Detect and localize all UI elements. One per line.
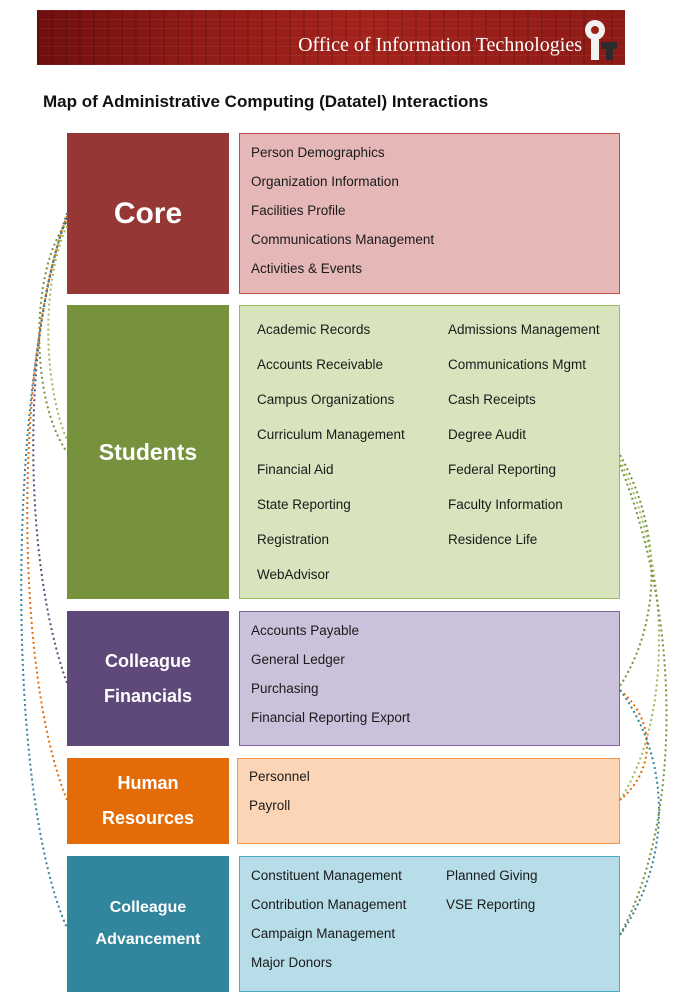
students-item: WebAdvisor xyxy=(257,567,330,582)
students-item: Registration xyxy=(257,532,330,547)
header-banner: Office of Information Technologies xyxy=(37,10,625,65)
connector-core-students-2 xyxy=(47,225,68,441)
financials-features-box: Accounts Payable General Ledger Purchasi… xyxy=(239,611,620,746)
core-item: Facilities Profile xyxy=(251,203,346,218)
advancement-item: Planned Giving xyxy=(446,868,538,883)
core-module-label: Core xyxy=(67,133,229,294)
students-item: Degree Audit xyxy=(448,427,527,442)
students-item: Cash Receipts xyxy=(448,392,536,407)
hr-item: Personnel xyxy=(249,769,310,784)
hr-label-line1: Human xyxy=(117,773,179,793)
core-item: Person Demographics xyxy=(251,145,385,160)
students-item: Communications Mgmt xyxy=(448,357,587,372)
students-label: Students xyxy=(98,438,198,465)
hr-module-label: Human Resources xyxy=(67,758,229,844)
core-features-box: Person Demographics Organization Informa… xyxy=(239,133,620,294)
advancement-item: Contribution Management xyxy=(251,897,407,912)
core-label: Core xyxy=(113,196,183,230)
students-item: Residence Life xyxy=(448,532,538,547)
students-item: Federal Reporting xyxy=(448,462,557,477)
students-features-box: Academic Records Accounts Receivable Cam… xyxy=(239,305,620,599)
connector-core-hr xyxy=(26,215,68,801)
connector-core-students xyxy=(38,221,68,453)
oit-logo-icon xyxy=(585,20,617,60)
advancement-module-label: Colleague Advancement xyxy=(67,856,229,992)
connector-core-advancement xyxy=(20,212,68,929)
students-item: Faculty Information xyxy=(448,497,563,512)
students-item: Financial Aid xyxy=(257,462,334,477)
students-item: State Reporting xyxy=(257,497,351,512)
financials-module-label: Colleague Financials xyxy=(67,611,229,746)
financials-item: General Ledger xyxy=(251,652,345,667)
connector-financials-advancement xyxy=(619,689,660,936)
advancement-label-line2: Advancement xyxy=(95,931,201,948)
advancement-features-box: Constituent Management Contribution Mana… xyxy=(239,856,620,992)
advancement-item: Major Donors xyxy=(251,955,333,970)
hr-item: Payroll xyxy=(249,798,291,813)
advancement-item: Constituent Management xyxy=(251,868,402,883)
students-item: Accounts Receivable xyxy=(257,357,384,372)
connector-financials-hr xyxy=(619,689,648,801)
hr-features-box: Personnel Payroll xyxy=(237,758,620,844)
connector-core-financials xyxy=(32,217,68,684)
core-item: Communications Management xyxy=(251,232,435,247)
advancement-label-line1: Colleague xyxy=(109,899,187,916)
core-item: Organization Information xyxy=(251,174,399,189)
financials-label-line2: Financials xyxy=(103,685,193,706)
hr-label-line2: Resources xyxy=(101,808,195,828)
students-item: Campus Organizations xyxy=(257,392,395,407)
banner-title: Office of Information Technologies xyxy=(298,34,582,56)
page-title: Map of Administrative Computing (Datatel… xyxy=(43,92,489,111)
students-item: Admissions Management xyxy=(448,322,600,337)
financials-item: Financial Reporting Export xyxy=(251,710,411,725)
connector-students-hr xyxy=(619,459,660,801)
students-module-label: Students xyxy=(67,305,229,599)
financials-item: Accounts Payable xyxy=(251,623,360,638)
advancement-item: Campaign Management xyxy=(251,926,396,941)
financials-label-line1: Colleague xyxy=(104,650,192,671)
connector-students-advancement xyxy=(619,464,668,936)
connector-students-financials xyxy=(619,454,653,687)
banner-texture xyxy=(37,10,625,65)
core-item: Activities & Events xyxy=(251,261,363,276)
advancement-item: VSE Reporting xyxy=(446,897,536,912)
students-item: Curriculum Management xyxy=(257,427,405,442)
students-item: Academic Records xyxy=(257,322,371,337)
financials-item: Purchasing xyxy=(251,681,319,696)
